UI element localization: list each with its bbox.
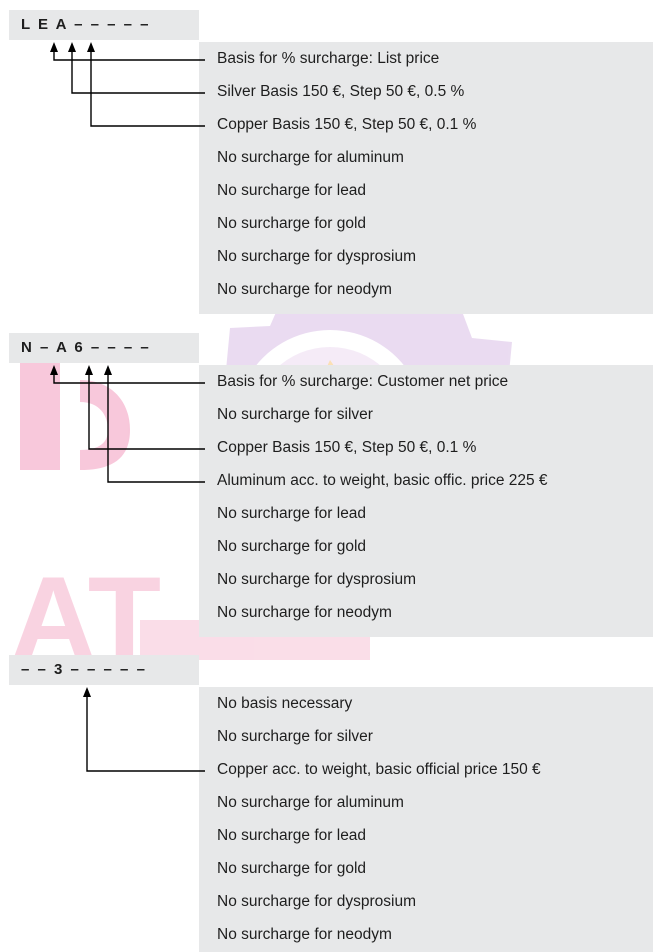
desc-line: Basis for % surcharge: List price	[217, 50, 440, 67]
desc-line: No surcharge for dysprosium	[217, 248, 416, 265]
code-label-2: N – A 6 – – – –	[21, 339, 151, 356]
code-band-2: N – A 6 – – – –	[9, 333, 199, 363]
leader-line	[86, 695, 205, 772]
desc-line: No surcharge for silver	[217, 406, 373, 423]
leader-line	[71, 50, 205, 94]
desc-line: No surcharge for neodym	[217, 604, 392, 621]
desc-line: Silver Basis 150 €, Step 50 €, 0.5 %	[217, 83, 465, 100]
desc-line: No surcharge for neodym	[217, 281, 392, 298]
desc-line: Basis for % surcharge: Customer net pric…	[217, 373, 509, 390]
arrow-up-icon	[50, 42, 58, 52]
desc-line: No surcharge for lead	[217, 182, 367, 199]
code-label-3: – – 3 – – – – –	[21, 661, 147, 678]
arrow-up-icon	[83, 687, 91, 697]
arrow-up-icon	[68, 42, 76, 52]
leader-line	[53, 373, 205, 384]
desc-line: No surcharge for gold	[217, 860, 367, 877]
leader-line	[90, 50, 205, 127]
desc-line: No surcharge for silver	[217, 728, 373, 745]
desc-line: No surcharge for gold	[217, 538, 367, 555]
code-band-3: – – 3 – – – – –	[9, 655, 199, 685]
leader-line	[88, 373, 205, 450]
desc-line: No surcharge for lead	[217, 505, 367, 522]
desc-line: Aluminum acc. to weight, basic offic. pr…	[217, 472, 548, 489]
leader-line	[107, 373, 205, 483]
description-panel-2: Basis for % surcharge: Customer net pric…	[199, 365, 653, 637]
arrow-up-icon	[87, 42, 95, 52]
description-panel-1: Basis for % surcharge: List price Silver…	[199, 42, 653, 314]
arrow-up-icon	[85, 365, 93, 375]
desc-line: No surcharge for gold	[217, 215, 367, 232]
code-band-1: L E A – – – – –	[9, 10, 199, 40]
arrow-up-icon	[104, 365, 112, 375]
arrow-up-icon	[50, 365, 58, 375]
desc-line: No basis necessary	[217, 695, 353, 712]
desc-line: No surcharge for aluminum	[217, 149, 404, 166]
leader-line	[53, 50, 205, 61]
desc-line: No surcharge for dysprosium	[217, 571, 416, 588]
desc-line: No surcharge for aluminum	[217, 794, 404, 811]
desc-line: No surcharge for lead	[217, 827, 367, 844]
desc-line: Copper Basis 150 €, Step 50 €, 0.1 %	[217, 439, 477, 456]
description-panel-3: No basis necessary No surcharge for silv…	[199, 687, 653, 952]
desc-line: No surcharge for dysprosium	[217, 893, 416, 910]
desc-line: No surcharge for neodym	[217, 926, 392, 943]
desc-line: Copper Basis 150 €, Step 50 €, 0.1 %	[217, 116, 477, 133]
code-label-1: L E A – – – – –	[21, 16, 151, 33]
desc-line: Copper acc. to weight, basic official pr…	[217, 761, 541, 778]
